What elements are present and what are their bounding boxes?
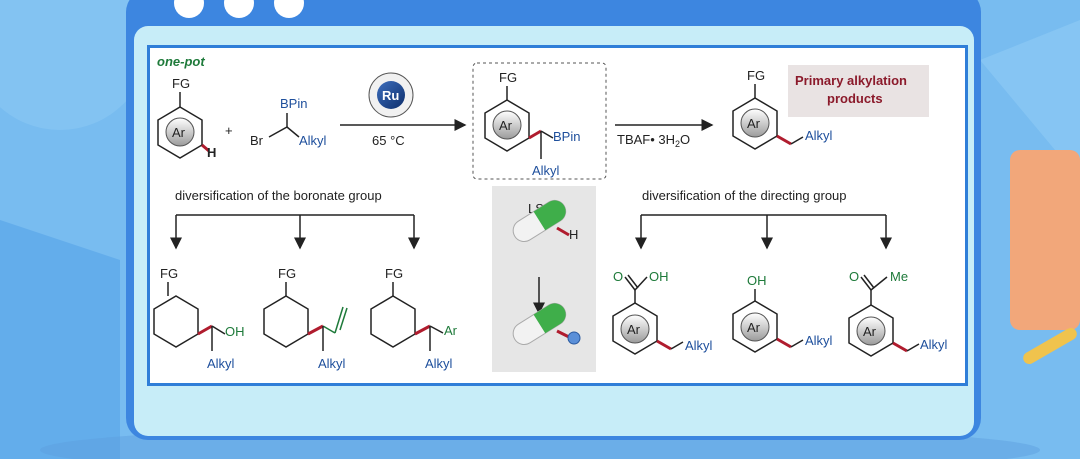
svg-text:Ar: Ar [627,322,641,337]
directing-branch-arrows [635,214,892,250]
boronate-intermediate: FG Ar BPin Alkyl [484,70,580,178]
svg-text:OH: OH [747,273,767,288]
alkyl-boronate-reagent: BPin Br Alkyl [250,96,327,148]
tbaf-label: TBAF• 3H2O [617,132,690,149]
product-label-box [788,65,929,117]
svg-text:OH: OH [649,269,669,284]
product-label-line2: products [827,91,883,106]
svg-text:O: O [849,269,859,284]
alkyl-label: Alkyl [299,133,327,148]
boronate-branch-arrows [170,214,420,250]
br-label: Br [250,133,264,148]
window-dot [174,0,204,18]
window-dot [224,0,254,18]
svg-text:Alkyl: Alkyl [805,128,833,143]
svg-text:Ar: Ar [747,116,761,131]
h-label: H [207,145,216,160]
functional-group-ball [567,331,581,345]
svg-text:Ar: Ar [863,324,877,339]
one-pot-label: one-pot [157,54,205,69]
svg-text:FG: FG [747,68,765,83]
boronate-section-title: diversification of the boronate group [175,188,382,203]
arylation-product: FG Ar Alkyl [370,266,458,371]
carboxylic-acid-product: O OH Ar Alkyl [612,269,713,355]
svg-text:Alkyl: Alkyl [207,356,235,371]
directing-section-title: diversification of the directing group [642,188,847,203]
svg-text:Alkyl: Alkyl [318,356,346,371]
svg-text:OH: OH [225,324,245,339]
fg-label: FG [172,76,190,91]
product-label-line1: Primary alkylation [795,73,907,88]
pill-icon [512,199,567,242]
svg-text:Alkyl: Alkyl [532,163,560,178]
ru-catalyst: Ru [368,72,414,118]
svg-text:FG: FG [499,70,517,85]
bpin-label: BPin [280,96,307,111]
plus-sign: + [225,123,233,138]
svg-text:BPin: BPin [553,129,580,144]
ru-label: Ru [382,88,399,103]
svg-text:FG: FG [385,266,403,281]
notebook-decoration [1010,150,1080,330]
svg-text:Alkyl: Alkyl [805,333,833,348]
ketone-product: O Me Ar Alkyl [848,269,948,357]
primary-alkylation-product: FG Ar Alkyl [732,68,833,150]
alcohol-product: FG OH Alkyl [153,266,245,371]
arene-reactant: FG Ar H [157,76,216,160]
svg-text:FG: FG [278,266,296,281]
intermediate-box [472,62,607,180]
lsf-h-label: H [569,227,578,242]
svg-text:Alkyl: Alkyl [920,337,948,352]
vinyl-product: FG Alkyl [263,266,348,371]
svg-text:Me: Me [890,269,908,284]
functionalized-pill-icon [512,302,567,345]
svg-text:Ar: Ar [444,323,458,338]
reaction-scheme: one-pot FG Ar H + BPin Br Alkyl Ru 65 °C… [153,54,948,372]
svg-text:Ar: Ar [499,118,513,133]
temperature-label: 65 °C [372,133,405,148]
svg-text:O: O [613,269,623,284]
svg-text:Alkyl: Alkyl [685,338,713,353]
svg-text:FG: FG [160,266,178,281]
svg-text:Alkyl: Alkyl [425,356,453,371]
window-dot [274,0,304,18]
phenol-product: OH Ar Alkyl [732,273,833,353]
ar-label: Ar [172,125,186,140]
svg-text:Ar: Ar [747,320,761,335]
